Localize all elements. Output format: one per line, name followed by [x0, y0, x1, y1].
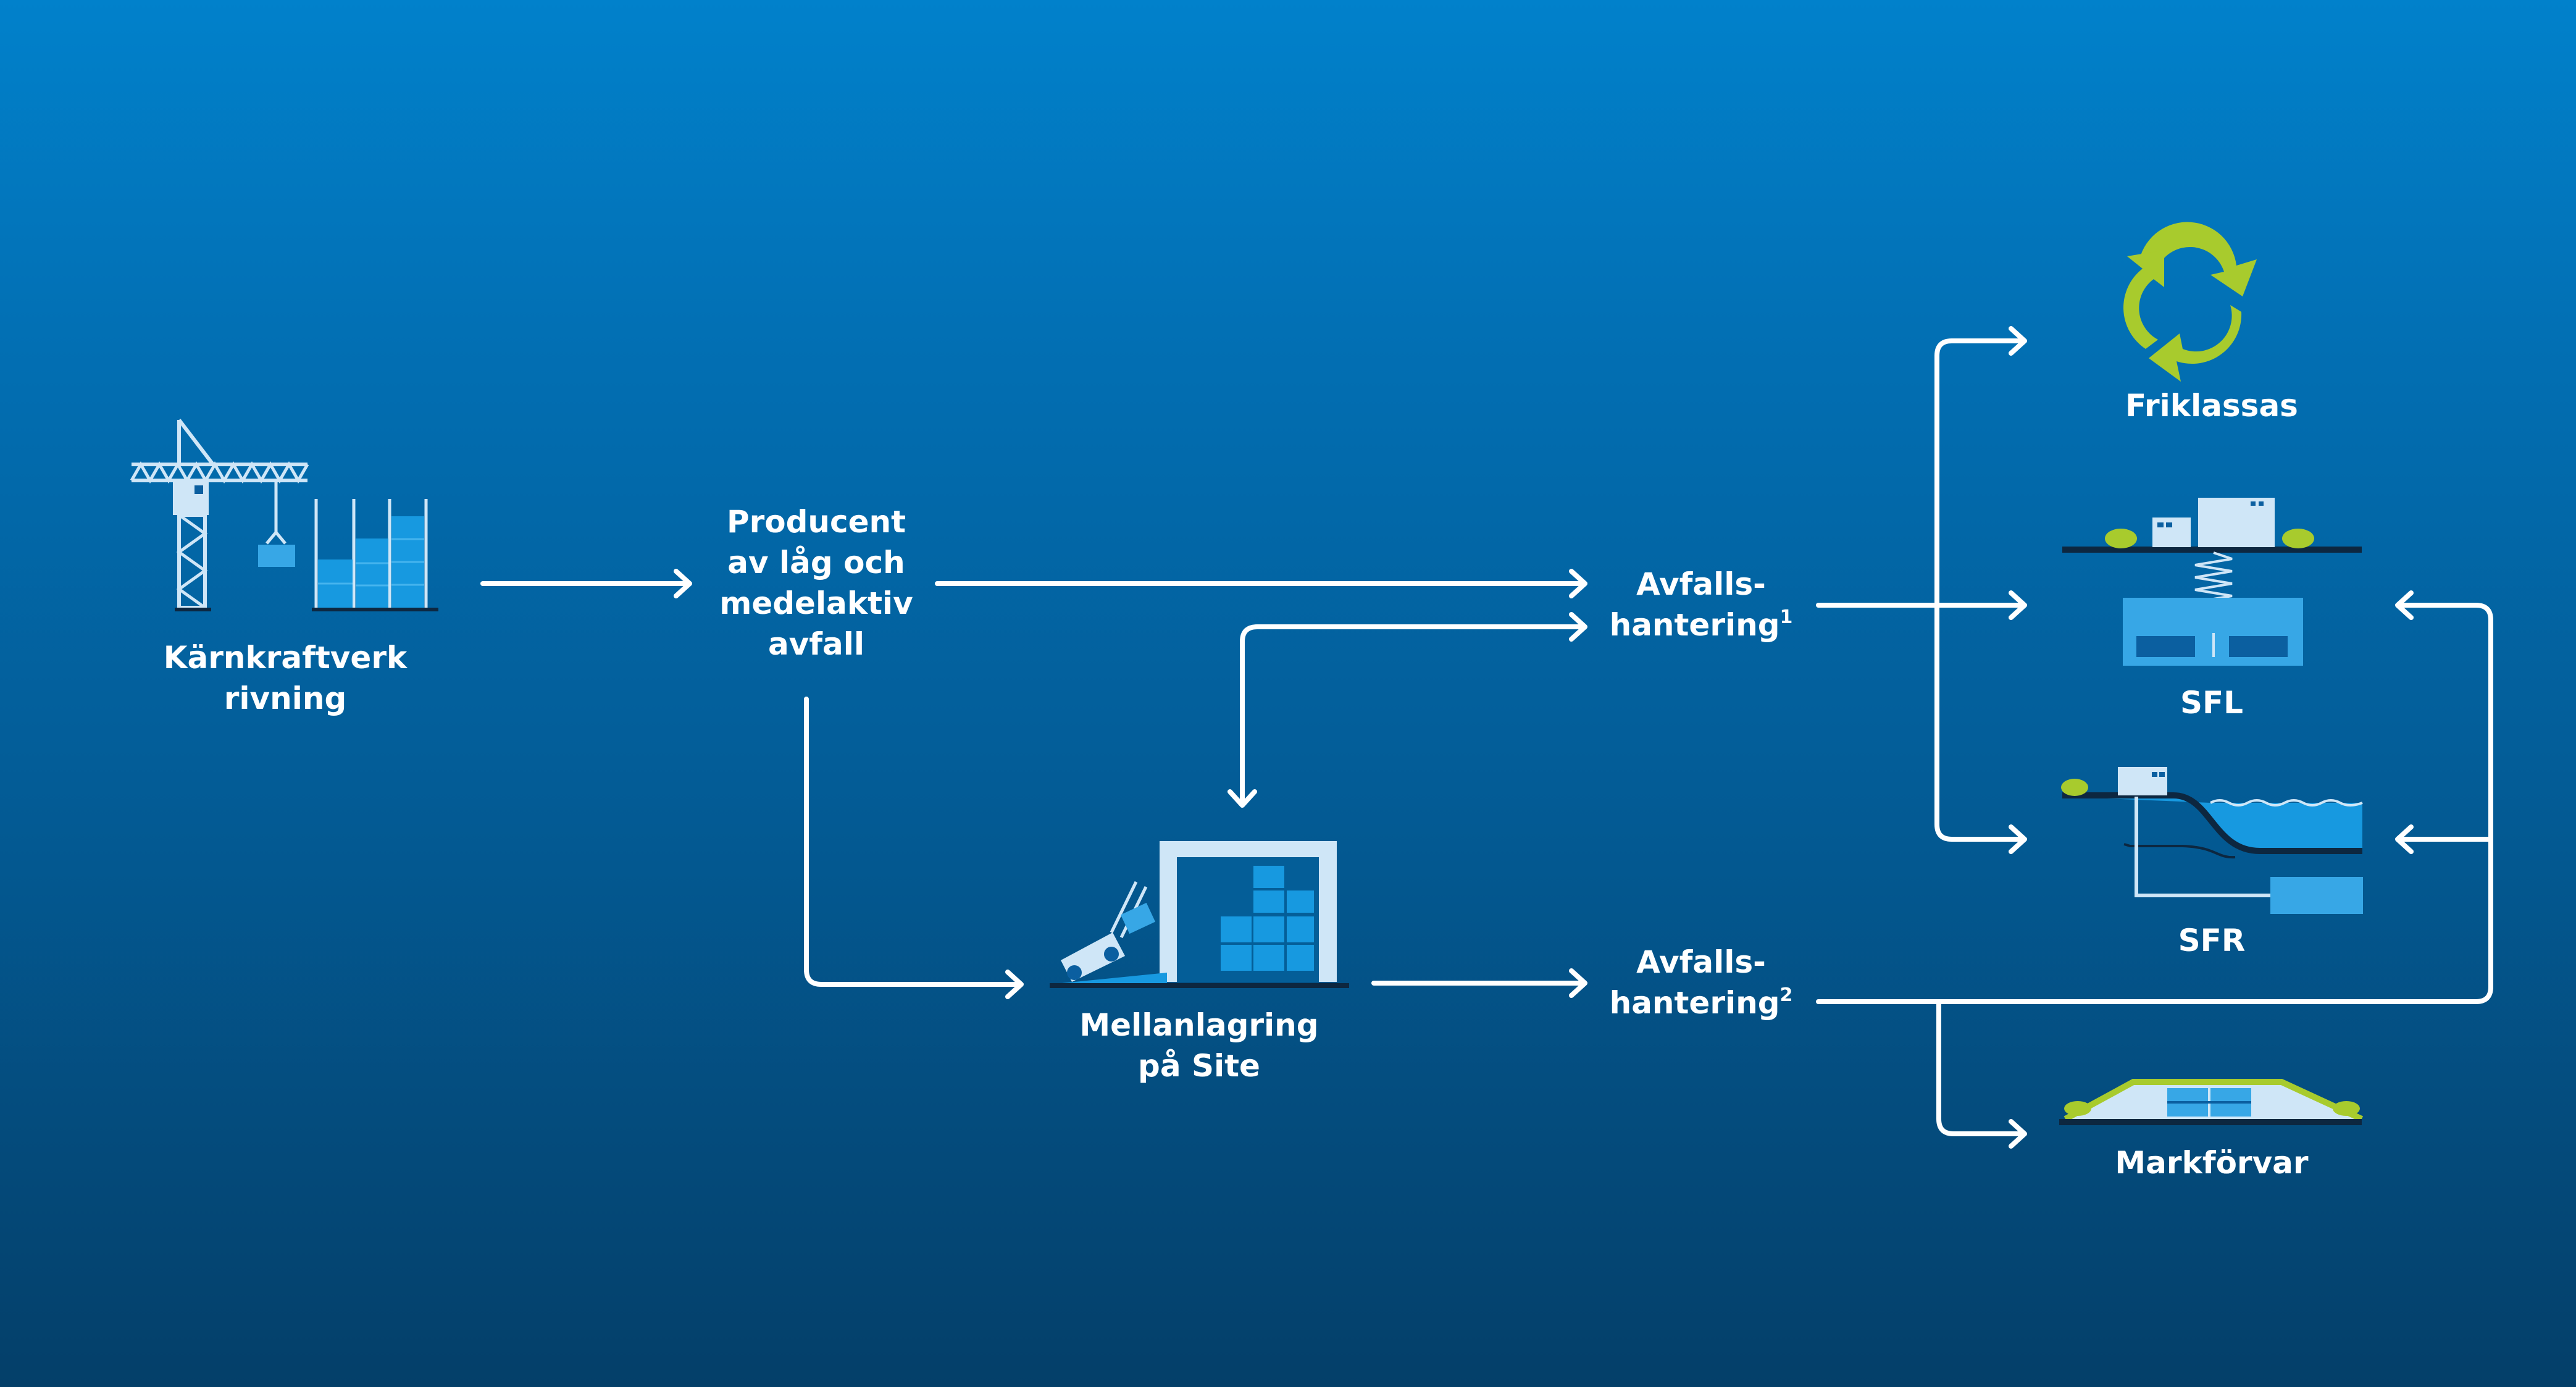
label-line: hantering: [1609, 607, 1780, 643]
label-line: Markförvar: [2115, 1145, 2309, 1181]
label-line: av låg och: [727, 545, 905, 580]
arrow-waste-handling-1-to-interim-storage: [1227, 612, 1587, 808]
label-landfill: Markförvar: [2115, 1142, 2308, 1183]
label-line: Friklassas: [2125, 388, 2298, 424]
arrow-decommissioning-to-producer: [480, 569, 692, 598]
label-line: på Site: [1138, 1048, 1260, 1084]
label-sfr: SFR: [2178, 920, 2246, 961]
label-line: SFL: [2180, 685, 2244, 721]
label-interim-storage: Mellanlagring på Site: [1079, 1005, 1318, 1086]
arrow-waste-handling-1-branches: [1816, 326, 2027, 854]
label-line: hantering: [1609, 985, 1780, 1021]
sfr-repository-icon: [2061, 767, 2363, 914]
arrow-producer-to-waste-handling-1: [935, 569, 1587, 598]
label-clearance: Friklassas: [2125, 385, 2298, 426]
label-waste-handling-2: Avfalls- hantering2: [1610, 942, 1793, 1023]
sfl-repository-icon: [2062, 498, 2362, 666]
arrow-interim-storage-to-waste-handling-2: [1371, 968, 1587, 998]
label-line: Mellanlagring: [1079, 1007, 1319, 1043]
label-line: medelaktiv: [719, 585, 913, 621]
footnote-marker: 2: [1779, 984, 1793, 1006]
footnote-marker: 1: [1779, 606, 1793, 628]
crane-icon: [130, 419, 438, 611]
label-nuclear-decommissioning: Kärnkraftverk rivning: [164, 637, 407, 719]
label-line: Avfalls-: [1636, 566, 1766, 602]
label-producer: Producent av låg och medelaktiv avfall: [719, 501, 913, 664]
label-line: rivning: [224, 681, 347, 716]
label-line: Kärnkraftverk: [163, 640, 408, 676]
label-line: avfall: [767, 626, 865, 662]
warehouse-forklift-icon: [1050, 841, 1349, 988]
label-line: Avfalls-: [1636, 944, 1766, 980]
label-line: SFR: [2178, 923, 2246, 958]
label-sfl: SFL: [2180, 682, 2243, 723]
label-line: Producent: [726, 504, 906, 540]
label-waste-handling-1: Avfalls- hantering1: [1610, 564, 1793, 645]
arrow-waste-handling-2-branches: [1816, 590, 2493, 1149]
recycle-icon: [2123, 222, 2257, 382]
arrow-producer-to-interim-storage: [804, 697, 1024, 999]
landfill-icon: [2059, 1079, 2364, 1125]
